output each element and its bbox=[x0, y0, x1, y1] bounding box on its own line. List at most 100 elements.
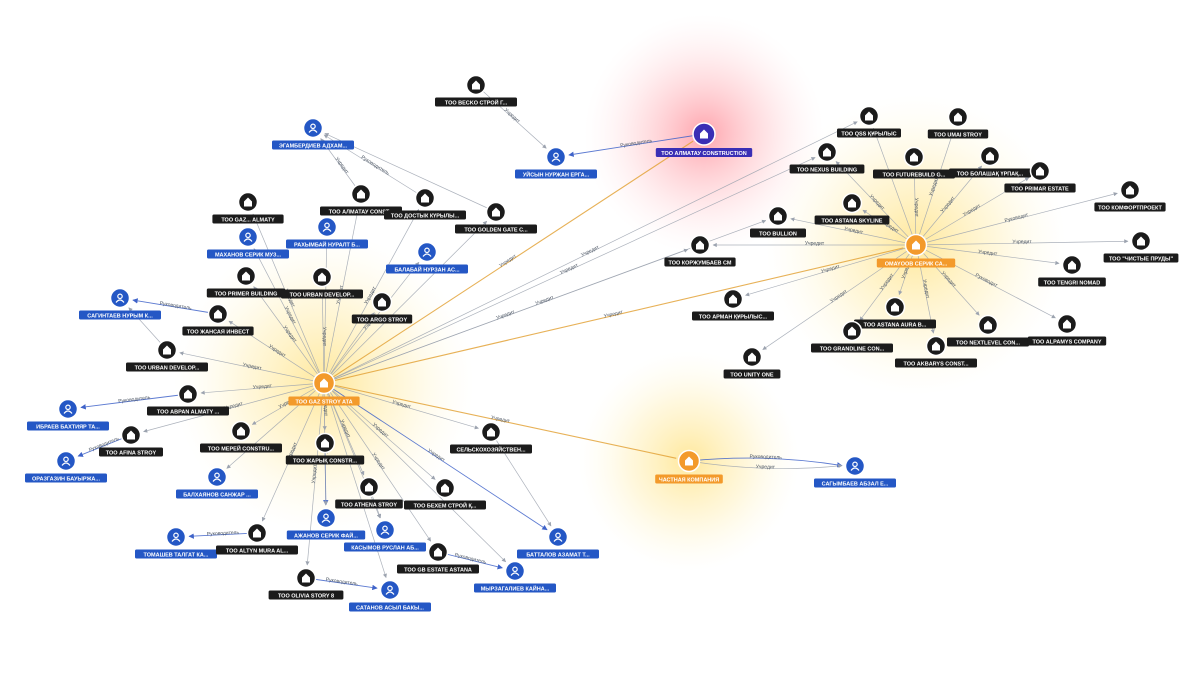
node-label-bg bbox=[335, 499, 403, 509]
node-company[interactable]: ТОО UMAI STROY bbox=[927, 106, 989, 139]
node-company[interactable]: ТОО PRIMAR ESTATE bbox=[1004, 160, 1076, 193]
node-person[interactable]: КАСЫМОВ РУСЛАН АБ... bbox=[344, 519, 426, 552]
node-company[interactable]: ТОО AKBARYS CONST... bbox=[895, 335, 977, 368]
node-company[interactable]: ТОО ATHENA STROY bbox=[335, 476, 403, 509]
node-company[interactable]: ТОО БОЛАШАҚ ҮРПАҚ... bbox=[949, 145, 1031, 178]
node-hub[interactable]: OMAYOOB СЕРИК СА... bbox=[876, 233, 956, 268]
edge-accent bbox=[323, 382, 677, 459]
node-company[interactable]: ТОО GOLDEN GATE С... bbox=[455, 201, 537, 234]
node-label-bg bbox=[320, 206, 402, 216]
node-person[interactable]: МЫРЗАГАЛИЕВ КАЙНА... bbox=[474, 560, 556, 593]
node-company[interactable]: ТОО UNITY ONE bbox=[723, 346, 781, 379]
building-icon bbox=[365, 482, 373, 492]
node-company[interactable]: ТОО OLIVIA STORY 8 bbox=[268, 567, 344, 600]
node-person[interactable]: БАЛАБАЙ НУРЗАН АС... bbox=[386, 241, 468, 274]
person-icon bbox=[380, 525, 390, 535]
node-company[interactable]: ТОО GRANDLINE CON... bbox=[811, 320, 893, 353]
building-icon bbox=[421, 193, 429, 203]
node-label-bg bbox=[351, 314, 413, 324]
node-person[interactable]: САГИНТАЕВ НУРЫМ К... bbox=[79, 287, 161, 320]
node-label-bg bbox=[814, 478, 896, 488]
node-label: САТАНОВ АСЫЛ БАКЫ... bbox=[356, 605, 424, 611]
node-company[interactable]: ТОО ЖАНСАЯ ИНВЕСТ bbox=[182, 303, 254, 336]
node-company[interactable]: ТОО ABPAN ALMATY ... bbox=[147, 383, 229, 416]
node-company[interactable]: ТОО ALPAMYS COMPANY bbox=[1027, 313, 1107, 346]
node-company[interactable]: ТОО FUTUREBUILD G... bbox=[873, 146, 955, 179]
node-label-bg bbox=[450, 444, 532, 454]
node-person[interactable]: УЙСЫН НУРЖАН ЕРГА... bbox=[515, 146, 597, 179]
node-purple[interactable]: ТОО АЛМАТАУ CONSTRUCTION bbox=[655, 122, 753, 157]
edge bbox=[323, 382, 479, 430]
node-company[interactable]: ТОО ARGO STROY bbox=[351, 291, 413, 324]
node-person[interactable]: ИБРАЕВ БАХТИЯР ТА... bbox=[27, 398, 109, 431]
node-company[interactable]: ТОО GB ESTATE ASTANA bbox=[397, 541, 479, 574]
person-icon bbox=[308, 123, 318, 133]
node-person[interactable]: МАХАНОВ СЕРИК МУЗ... bbox=[207, 226, 289, 259]
edge bbox=[200, 382, 325, 395]
node-label-bg bbox=[1094, 202, 1166, 212]
edge bbox=[323, 382, 436, 480]
node-person[interactable]: БАТТАЛОВ АЗАМАТ Т... bbox=[517, 526, 599, 559]
node-person[interactable]: ЭГАМБЕРДИЕВ АДХАМ... bbox=[272, 117, 354, 150]
node-person[interactable]: САГЫМБАЕВ АБЗАЛ Е... bbox=[814, 455, 896, 488]
edge bbox=[226, 382, 325, 469]
node-company[interactable]: ТОО ALTYN MURA AL... bbox=[216, 522, 298, 555]
node-company[interactable]: ТОО АРМАН ҚҰРЫЛЫС... bbox=[692, 288, 774, 321]
node-hub[interactable]: ТОО GAZ STROY ATA bbox=[288, 371, 360, 406]
node-company[interactable]: ТОО BULLION bbox=[750, 205, 806, 238]
node-label: ТОО ASTANA AURA B... bbox=[864, 322, 927, 328]
node-label: БАЛАБАЙ НУРЗАН АС... bbox=[394, 265, 460, 273]
node-person[interactable]: САТАНОВ АСЫЛ БАКЫ... bbox=[349, 579, 431, 612]
node-company[interactable]: ТОО GAZ... ALMATY bbox=[212, 191, 284, 224]
node-label-bg bbox=[384, 210, 466, 220]
edge bbox=[915, 192, 1118, 246]
node-company[interactable]: ТОО TENGRI NOMAD bbox=[1038, 254, 1106, 287]
node-label-bg bbox=[949, 168, 1031, 178]
edge bbox=[915, 128, 955, 246]
edge-label: Учредит bbox=[495, 309, 516, 322]
node-company[interactable]: ТОО MEPEЙ CONSTRU... bbox=[200, 420, 282, 453]
person-icon bbox=[553, 532, 563, 542]
node-hub[interactable]: ЧАСТНАЯ КОМПАНИЯ bbox=[655, 449, 723, 484]
node-person[interactable]: АЖАНОВ СЕРИК ФАЙ... bbox=[286, 507, 366, 540]
node-company[interactable]: ТОО АЛМАТАУ CONST... bbox=[320, 183, 402, 216]
person-icon bbox=[385, 585, 395, 595]
node-label: ТОО GAZ STROY ATA bbox=[295, 399, 352, 405]
node-company[interactable]: ТОО PRIMER BUILDING bbox=[206, 265, 286, 298]
node-layer[interactable]: ТОО GAZ STROY ATA OMAYOOB СЕРИК СА... ЧАСТ… bbox=[25, 74, 1179, 612]
node-company[interactable]: ТОО BECKO СТРОЙ Г... bbox=[435, 74, 517, 107]
edge-label: Руководитель bbox=[360, 155, 391, 177]
node-company[interactable]: ТОО КОРЖУМБАЕВ СМ bbox=[664, 234, 736, 267]
node-company[interactable]: СЕЛЬСКОХОЗЯЙСТВЕН... bbox=[450, 421, 532, 454]
edge-label: Учредит bbox=[921, 279, 931, 300]
edge bbox=[143, 382, 325, 433]
node-company[interactable]: ТОО "ЧИСТЫЕ ПРУДЫ" bbox=[1103, 230, 1179, 263]
node-company[interactable]: ТОО КОМФОРТПРОЕКТ bbox=[1094, 179, 1166, 212]
node-label-bg bbox=[515, 169, 597, 179]
node-label: ТОО FUTUREBUILD G... bbox=[883, 172, 946, 178]
node-company[interactable]: ТОО URBAN DEVELOP... bbox=[281, 266, 363, 299]
node-person[interactable]: БАЛХАЯНОВ САНЖАР ... bbox=[176, 466, 258, 499]
node-company[interactable]: ТОО URBAN DEVELOP... bbox=[126, 339, 208, 372]
node-company[interactable]: ТОО ASTANA SKYLINE bbox=[814, 192, 890, 225]
node-company[interactable]: ТОО ASTANA AURA B... bbox=[854, 296, 936, 329]
node-company[interactable]: ТОО NEXTLEVEL CON... bbox=[947, 314, 1029, 347]
node-person[interactable]: ТОМАШЕВ ТАЛГАТ КА... bbox=[135, 526, 217, 559]
node-company[interactable]: ТОО AFINA STROY bbox=[99, 424, 163, 457]
person-icon bbox=[212, 472, 222, 482]
node-person[interactable]: ОРАЗГАЗИН БАУЫРЖА... bbox=[25, 450, 107, 483]
node-company[interactable]: ТОО QSS ҚҰРЫЛЫС bbox=[837, 105, 901, 138]
node-company[interactable]: ТОО ЖАРЫҚ CONSTR... bbox=[285, 432, 365, 465]
edge-label: Руководитель bbox=[325, 577, 358, 588]
node-label-bg bbox=[126, 362, 208, 372]
node-company[interactable]: ТОО БЕХЕМ СТРОЙ Қ... bbox=[404, 477, 486, 510]
node-person[interactable]: РАХЫМБАЙ НУРАЛТ Б... bbox=[286, 216, 368, 249]
node-company[interactable]: ТОО NEXUS BUILDING bbox=[789, 141, 865, 174]
node-company[interactable]: ТОО ДОСТЫК КҮРЫЛЫ... bbox=[384, 187, 466, 220]
building-icon bbox=[865, 111, 873, 121]
node-label-bg bbox=[268, 590, 344, 600]
node-label: ТОО URBAN DEVELOP... bbox=[290, 292, 355, 298]
node-label-bg bbox=[281, 289, 363, 299]
node-label-bg bbox=[927, 129, 989, 139]
